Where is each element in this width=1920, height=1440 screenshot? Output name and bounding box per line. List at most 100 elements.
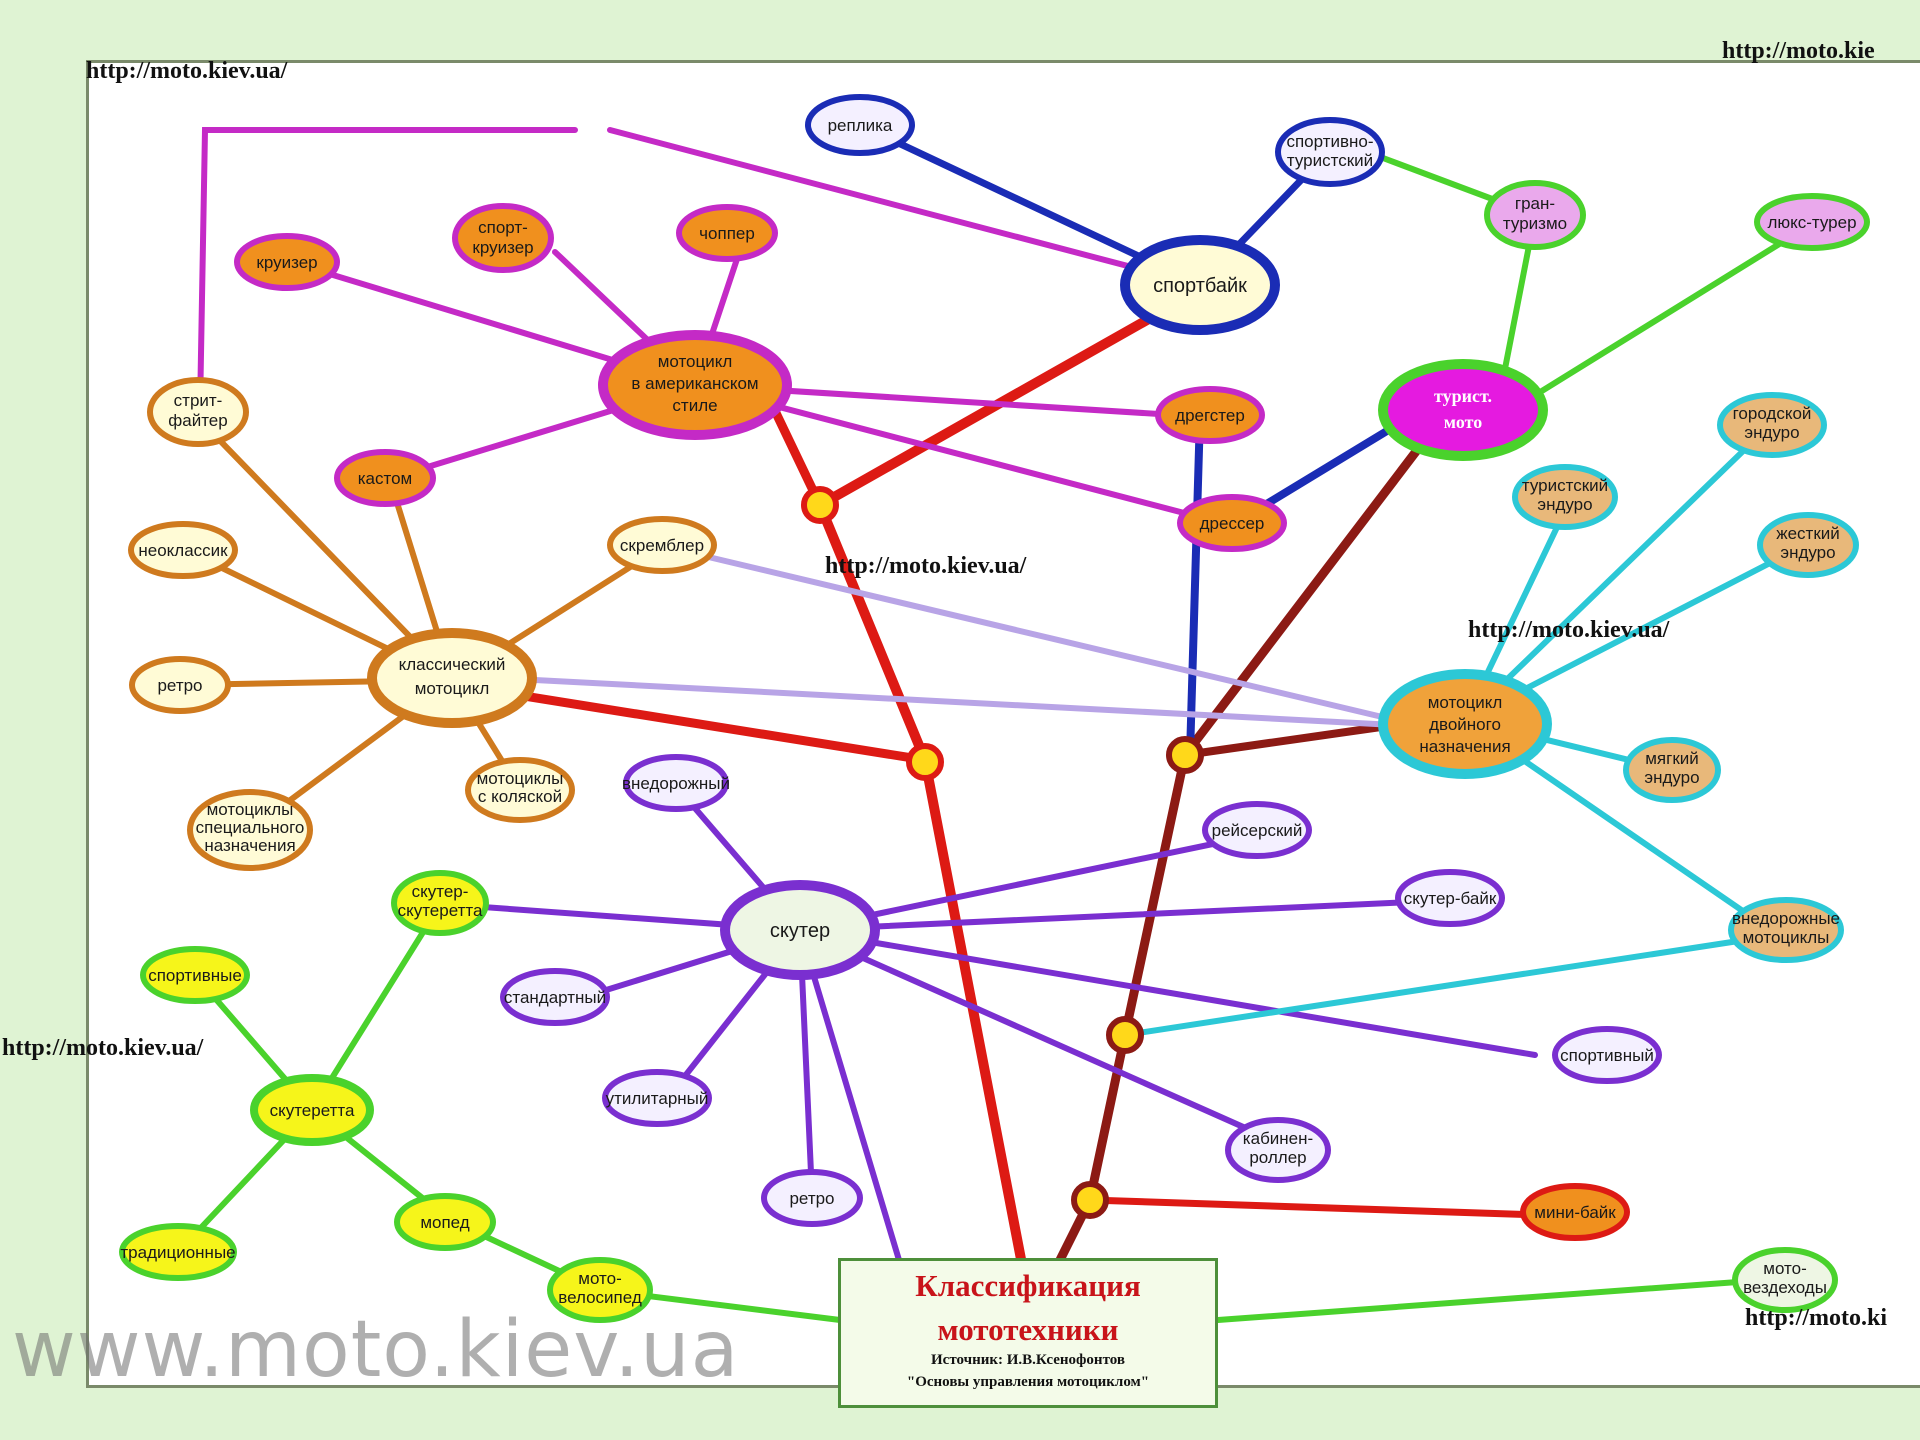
node-retro-moto-label: ретро [157,676,202,695]
node-scrambler[interactable]: скремблер [607,516,717,574]
node-cabin-roller[interactable]: кабинен- роллер [1225,1117,1331,1183]
node-atv-label-2: вездеходы [1743,1278,1827,1297]
node-special[interactable]: мотоциклы специального назначения [187,789,313,871]
node-chopper[interactable]: чоппер [676,204,778,262]
site-url-center[interactable]: http://moto.kiev.ua/ [825,553,1027,579]
node-replika[interactable]: реплика [805,94,915,156]
node-replika-label: реплика [828,116,893,135]
node-hard-enduro-label-1: жесткий [1776,524,1840,543]
node-hard-enduro[interactable]: жесткий эндуро [1757,512,1859,578]
node-offroad-scooter-label: внедорожный [622,774,730,793]
node-sport-cruiser[interactable]: спорт- круизер [452,203,554,273]
node-traditional[interactable]: традиционные [119,1223,237,1281]
node-dual-label-3: назначения [1419,737,1510,756]
node-sport-scooter[interactable]: спортивный [1552,1026,1662,1084]
node-moped[interactable]: мопед [394,1193,496,1251]
node-dragster[interactable]: дрегстер [1155,386,1265,444]
node-scooter-label: скутер [770,920,830,942]
node-offroad-moto[interactable]: внедорожные мотоциклы [1728,897,1844,963]
node-classic[interactable]: классический мотоцикл [367,628,537,728]
node-sidecar-label-2: с коляской [478,787,562,806]
nodes: спортбайк реплика спортивно- туристский … [119,94,1870,1323]
node-american[interactable]: мотоцикл в американском стиле [598,330,792,440]
node-streetfighter[interactable]: стрит- файтер [147,377,249,447]
node-custom[interactable]: кастом [334,449,436,507]
node-sport-turist[interactable]: спортивно- туристский [1275,117,1385,187]
node-city-enduro-label-2: эндуро [1744,423,1799,442]
node-scrambler-label: скремблер [620,536,704,555]
node-atv[interactable]: мото- вездеходы [1732,1247,1838,1313]
site-url-left[interactable]: http://moto.kiev.ua/ [2,1035,204,1061]
diagram-source-line-2: "Основы управления мотоциклом" [906,1374,1150,1390]
node-sport-turist-label-1: спортивно- [1286,132,1373,151]
node-sport-cruiser-label-2: круизер [472,238,533,257]
node-sidecar-label-1: мотоциклы [477,769,564,788]
darkred-to-dual [1181,721,1399,759]
node-atv-label-1: мото- [1763,1259,1806,1278]
node-touring[interactable]: турист. мото [1378,359,1548,461]
node-scooter-scooterette-label-1: скутер- [412,882,469,901]
node-standard-scooter[interactable]: стандартный [500,968,610,1026]
node-lux-tourer-label: люкс-турер [1767,213,1856,232]
node-retro-scooter[interactable]: ретро [761,1169,863,1227]
node-utility-scooter[interactable]: утилитарный [602,1069,712,1127]
diagram-title-line-1: Классификация [915,1268,1141,1303]
node-dresser[interactable]: дрессер [1177,494,1287,552]
node-city-enduro-label-1: городской [1733,404,1812,423]
site-url-top-right[interactable]: http://moto.kie [1722,38,1875,64]
node-cruiser-label: круизер [256,253,317,272]
node-gran-turismo[interactable]: гран- туризмо [1484,180,1586,250]
node-soft-enduro[interactable]: мягкий эндуро [1623,737,1721,803]
diagram-title-line-2: мототехники [937,1312,1119,1347]
junction-dots [801,486,1204,1219]
node-scooterette-label: скутеретта [270,1101,355,1120]
node-sport-scooter-label: спортивный [1560,1046,1654,1065]
node-scooter[interactable]: скутер [720,880,880,980]
node-sidecar[interactable]: мотоциклы с коляской [465,757,575,823]
node-american-label-2: в американском [631,374,758,393]
node-mini-bike[interactable]: мини-байк [1520,1183,1630,1241]
node-sportbike[interactable]: спортбайк [1120,235,1280,335]
node-standard-scooter-label: стандартный [504,988,606,1007]
node-gran-turismo-label-1: гран- [1515,194,1555,213]
site-url-top-left[interactable]: http://moto.kiev.ua/ [86,58,288,84]
node-sport-cruiser-label-1: спорт- [478,218,528,237]
node-dual[interactable]: мотоцикл двойного назначения [1378,669,1552,779]
node-sport-scooterette[interactable]: спортивные [140,946,250,1004]
red-trunk-line [813,285,1205,1285]
node-cruiser[interactable]: круизер [234,233,340,291]
node-tour-enduro[interactable]: туристский эндуро [1512,464,1618,530]
node-classic-label-1: классический [399,655,506,674]
node-lux-tourer[interactable]: люкс-турер [1754,193,1870,251]
node-special-label-2: специального [196,818,305,837]
node-soft-enduro-label-2: эндуро [1644,768,1699,787]
node-cabin-roller-label-2: роллер [1249,1148,1306,1167]
site-url-bottom-right[interactable]: http://moto.ki [1745,1305,1888,1331]
node-sport-turist-label-2: туристский [1287,151,1373,170]
node-retro-moto[interactable]: ретро [129,656,231,714]
node-special-label-1: мотоциклы [207,800,294,819]
node-neoclassic-label: неоклассик [138,541,228,560]
node-classic-label-2: мотоцикл [415,679,490,698]
node-scooter-bike[interactable]: скутер-байк [1395,869,1505,927]
node-american-label-3: стиле [672,396,717,415]
node-racing-scooter[interactable]: рейсерский [1202,801,1312,859]
node-racing-scooter-label: рейсерский [1212,821,1303,840]
node-chopper-label: чоппер [699,224,755,243]
node-moped-label: мопед [420,1213,469,1232]
node-city-enduro[interactable]: городской эндуро [1717,392,1827,458]
node-offroad-scooter[interactable]: внедорожный [622,754,730,812]
node-scooterette[interactable]: скутеретта [250,1074,374,1146]
site-url-right[interactable]: http://moto.kiev.ua/ [1468,617,1670,643]
node-scooter-scooterette[interactable]: скутер- скутеретта [391,870,489,936]
node-hard-enduro-label-2: эндуро [1780,543,1835,562]
node-moto-bicycle[interactable]: мото- велосипед [547,1257,653,1323]
node-neoclassic[interactable]: неоклассик [128,521,238,579]
node-soft-enduro-label-1: мягкий [1645,749,1699,768]
node-offroad-moto-label-1: внедорожные [1732,909,1840,928]
darkred-to-minibike [1086,1196,1544,1219]
node-touring-label-1: турист. [1434,386,1492,406]
diagram-title-box: Классификация мототехники Источник: И.В.… [838,1258,1218,1408]
node-streetfighter-label-2: файтер [168,411,227,430]
